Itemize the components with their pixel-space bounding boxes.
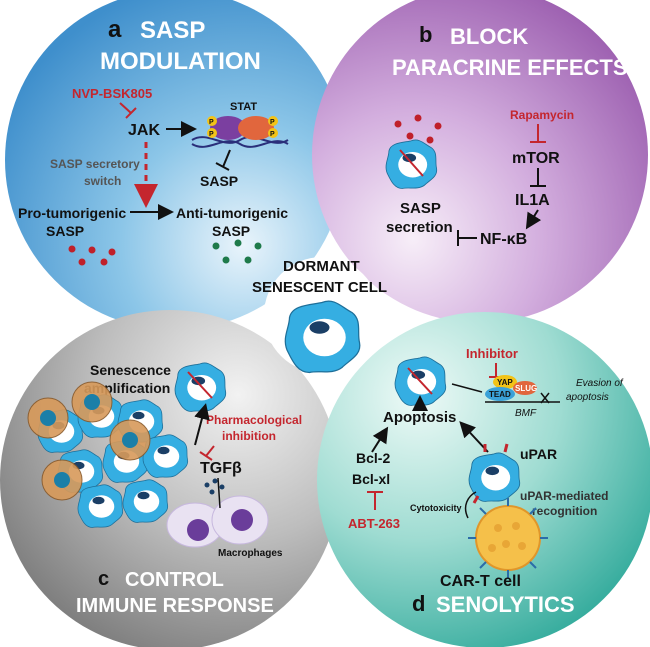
phospho-3 — [268, 116, 278, 126]
switch-label-1: SASP secretory — [50, 157, 140, 171]
macrophages — [166, 495, 269, 548]
tumor-cell-cluster — [27, 381, 189, 528]
bclxl-label: Bcl-xl — [352, 471, 390, 487]
car-t-label: CAR-T cell — [440, 573, 521, 590]
macrophages-label: Macrophages — [218, 548, 283, 559]
panel-a-title-1: SASP — [140, 17, 205, 44]
senescence-amp-1: Senescence — [90, 362, 171, 378]
upar-recognition-2: recognition — [532, 504, 597, 518]
slug-label: SLUG — [515, 384, 537, 393]
arrow-il1a-nfkb — [525, 209, 542, 230]
panel-d-letter: d — [412, 591, 425, 616]
inhibition-line-stat — [215, 149, 231, 171]
panel-b-title-1: BLOCK — [450, 24, 528, 49]
c-senescent-cell — [174, 362, 227, 412]
apoptosis-label: Apoptosis — [383, 409, 456, 426]
phospho-1 — [207, 116, 217, 126]
upar-recognition-1: uPAR-mediated — [520, 489, 608, 503]
phospho-2 — [207, 128, 217, 138]
sasp-secretion-2: secretion — [386, 219, 453, 236]
tead-protein — [485, 387, 515, 401]
mtor-label: mTOR — [512, 150, 560, 167]
panel-b-letter: b — [419, 22, 432, 47]
stat-label: STAT — [230, 101, 257, 113]
center-title-2: SENESCENT CELL — [252, 279, 387, 296]
inhibition-line-abt — [367, 491, 383, 510]
dna-strand-2 — [191, 140, 289, 148]
center-dormant-cell — [284, 300, 361, 374]
tgfb-label: TGFβ — [200, 460, 242, 477]
yap-label: YAP — [497, 378, 513, 387]
drug-nvp-bsk805: NVP-BSK805 — [72, 86, 152, 101]
yap-protein — [493, 375, 517, 389]
panel-c-title-1: CONTROL — [125, 569, 224, 591]
switch-label-2: switch — [84, 174, 121, 188]
tgfb-dots — [204, 478, 225, 495]
sasp-label-a: SASP — [200, 173, 238, 189]
evasion-1: Evasion of — [576, 378, 624, 389]
b-red-dots — [394, 114, 442, 144]
jak-label: JAK — [128, 122, 160, 139]
panel-a-title-2: MODULATION — [100, 48, 261, 75]
upar-receptors — [472, 443, 509, 504]
phospho-label-2: P — [209, 131, 214, 138]
arrow-tgfb-cell — [194, 403, 210, 446]
tead-label: TEAD — [489, 390, 511, 399]
sasp-secretion-1: SASP — [400, 200, 441, 217]
dna-strand-1 — [191, 136, 289, 144]
il1a-label: IL1A — [515, 192, 550, 209]
phospho-label-3: P — [270, 119, 275, 126]
evasion-2: apoptosis — [566, 392, 609, 403]
center-title-1: DORMANT — [283, 258, 360, 275]
abt-label: ABT-263 — [348, 516, 400, 531]
slug-protein — [513, 381, 537, 395]
pharm-inhibition-2: inhibition — [222, 429, 276, 443]
pro-tumorigenic-2: SASP — [46, 223, 84, 239]
upar-label: uPAR — [520, 446, 557, 462]
pharm-inhibition-1: Pharmacological — [206, 413, 302, 427]
inhibitor-label: Inhibitor — [466, 346, 518, 361]
panel-c-title-2: IMMUNE RESPONSE — [76, 595, 274, 617]
anti-tumorigenic-1: Anti-tumorigenic — [176, 205, 288, 221]
inhibition-line-mtor — [530, 168, 546, 187]
panel-a-letter: a — [108, 16, 122, 43]
inhibition-line-pharm — [199, 445, 215, 461]
stat-protein-1 — [210, 116, 246, 140]
stat-protein-2 — [238, 116, 274, 140]
b-cell-cross-1 — [399, 149, 424, 177]
phospho-label-4: P — [270, 131, 275, 138]
upar-cell — [468, 452, 521, 502]
cytotoxicity-arrow — [464, 491, 477, 519]
bcl2-label: Bcl-2 — [356, 450, 390, 466]
car-t-cell — [468, 498, 548, 578]
arrow-macro-tgfb — [217, 477, 221, 509]
inhibition-line-nvp — [119, 102, 137, 119]
cytotoxicity-label: Cytotoxicity — [410, 503, 462, 513]
drug-rapamycin: Rapamycin — [510, 108, 574, 122]
phospho-label-1: P — [209, 119, 214, 126]
arrow-tead-cell — [451, 383, 483, 393]
bmf-label: BMF — [515, 408, 537, 419]
anti-tumorigenic-2: SASP — [212, 223, 250, 239]
green-sasp-dots — [212, 239, 262, 264]
panel-d-title: SENOLYTICS — [436, 592, 575, 617]
pro-tumorigenic-1: Pro-tumorigenic — [18, 205, 126, 221]
nfkb-label: NF-κB — [480, 231, 527, 248]
inhibition-line-rapamycin — [530, 124, 546, 143]
panel-b-title-2: PARACRINE EFFECTS — [392, 55, 628, 80]
red-sasp-dots — [68, 245, 116, 266]
c-cell-cross — [187, 371, 213, 399]
panel-b-circle — [312, 0, 648, 323]
phospho-4 — [268, 128, 278, 138]
x-mark-bmf — [540, 392, 550, 404]
arrow-bcl-apoptosis — [371, 426, 389, 453]
panel-c-letter: c — [98, 568, 109, 590]
d-cell-cross — [407, 367, 433, 395]
inhibition-line-nfkb — [457, 230, 477, 246]
